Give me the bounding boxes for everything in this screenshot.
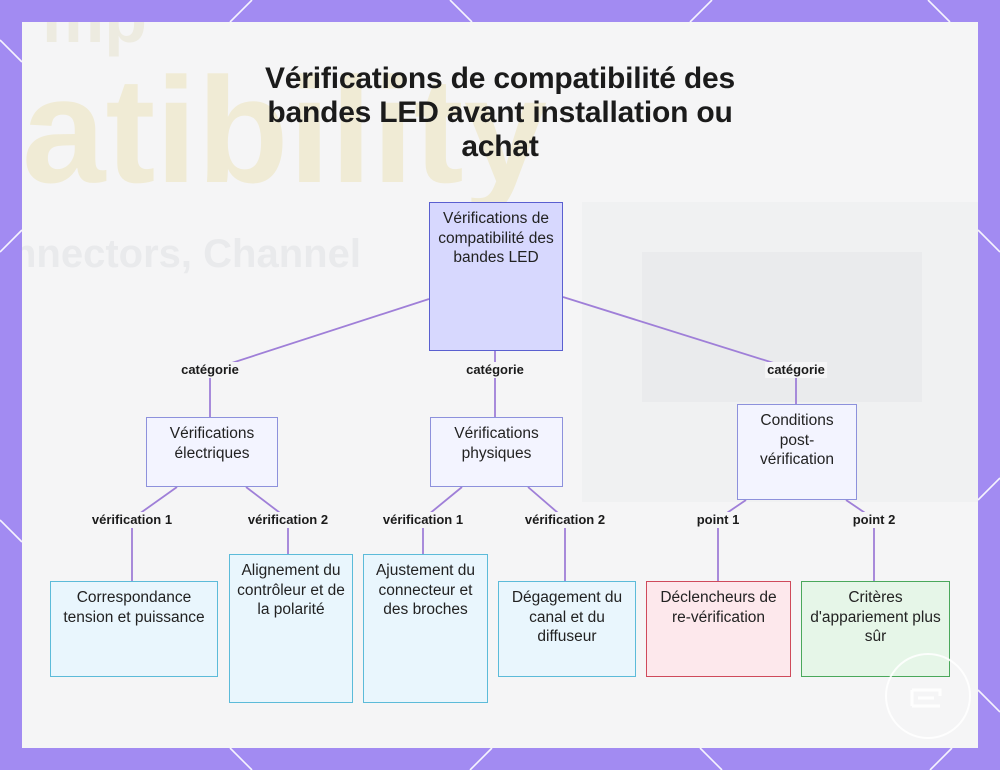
category-node-post-verification: Conditions post-vérification (737, 404, 857, 500)
leaf-node-label: Déclencheurs de re-vérification (660, 589, 777, 626)
edge-label-point-2: point 2 (850, 512, 898, 528)
edge-label-category-1: catégorie (179, 362, 241, 378)
background-photo-text: mp atibility nnectors, Channel (22, 22, 978, 502)
edge-label-check-1: vérification 1 (380, 512, 466, 528)
leaf-node-label: Critères d'appariement plus sûr (810, 589, 941, 646)
leaf-node-connector-pins: Ajustement du connecteur et des broches (363, 554, 488, 703)
background-text-1: mp (42, 22, 147, 57)
leaf-node-controller-polarity: Alignement du contrôleur et de la polari… (229, 554, 353, 703)
root-node-label: Vérifications de compatibilité des bande… (438, 210, 554, 267)
category-node-electrical: Vérifications électriques (146, 417, 278, 487)
category-node-label: Conditions post-vérification (759, 412, 835, 469)
leaf-node-label: Correspondance tension et puissance (63, 589, 205, 626)
watermark-logo-icon (885, 653, 971, 739)
leaf-node-label: Ajustement du connecteur et des broches (375, 562, 476, 619)
edge-label-point-1: point 1 (694, 512, 742, 528)
diagram-title: Vérifications de compatibilité des bande… (265, 62, 735, 164)
leaf-node-label: Dégagement du canal et du diffuseur (511, 589, 623, 646)
edge-connector (209, 298, 430, 371)
diagram-card: mp atibility nnectors, Channel Vérificat… (22, 22, 978, 748)
root-node: Vérifications de compatibilité des bande… (429, 202, 563, 351)
leaf-node-channel-diffuser: Dégagement du canal et du diffuseur (498, 581, 636, 677)
leaf-node-voltage-power: Correspondance tension et puissance (50, 581, 218, 677)
category-node-label: Vérifications physiques (454, 425, 539, 462)
edge-label-check-2: vérification 2 (522, 512, 608, 528)
leaf-node-reverification-triggers: Déclencheurs de re-vérification (646, 581, 791, 677)
background-text-2: atibility (22, 46, 547, 214)
edge-label-check-1: vérification 1 (89, 512, 175, 528)
category-node-physical: Vérifications physiques (430, 417, 563, 487)
edge-label-category-2: catégorie (464, 362, 526, 378)
category-node-label: Vérifications électriques (169, 425, 255, 462)
background-text-3: nnectors, Channel (22, 232, 361, 276)
leaf-node-label: Alignement du contrôleur et de la polari… (237, 562, 345, 619)
edge-label-category-3: catégorie (765, 362, 827, 378)
edge-label-check-2: vérification 2 (245, 512, 331, 528)
edge-connector (562, 296, 797, 371)
leaf-node-safer-matching: Critères d'appariement plus sûr (801, 581, 950, 677)
